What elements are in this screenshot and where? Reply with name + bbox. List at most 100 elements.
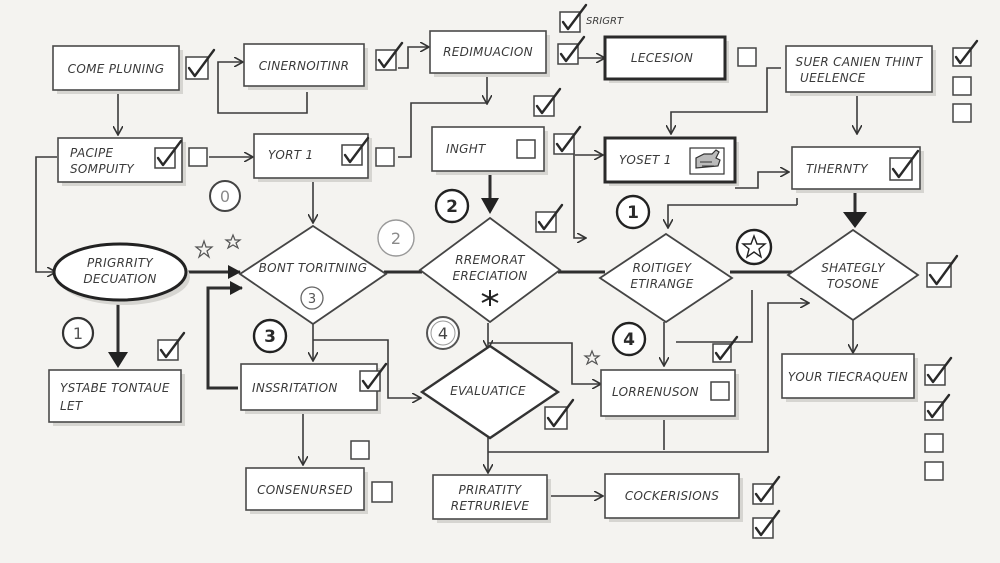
checkbox-checked-icon[interactable]	[924, 356, 953, 386]
prigrrity-line1: PRIGRRITY	[87, 256, 154, 270]
priratity-line2: RETRURIEVE	[451, 499, 530, 513]
rremorat-line1: RREMORAT	[455, 253, 526, 267]
rremorat-line2: ERECIATION	[452, 269, 527, 283]
checkbox-empty-icon[interactable]	[710, 381, 730, 401]
checkbox-checked-icon[interactable]	[533, 87, 562, 117]
checkbox-checked-icon[interactable]	[185, 48, 216, 80]
bont-label: BONT TORITNING	[259, 261, 368, 275]
checkbox-checked-icon[interactable]	[359, 362, 388, 392]
evaluatice-label: EVALUATICE	[450, 384, 526, 398]
checkbox-empty-icon[interactable]	[924, 433, 944, 453]
checkbox-checked-icon[interactable]	[544, 398, 575, 430]
thernty-label: TIHERNTY	[806, 162, 869, 176]
checkbox-empty-icon[interactable]	[737, 47, 757, 67]
marker-2: 2	[434, 188, 470, 224]
suer-line1: SUER CANIEN THINT	[796, 55, 924, 69]
your-tiecraquen-label: YOUR TIECRAQUEN	[788, 370, 908, 384]
cinernoitinr-label: CINERNOITINR	[259, 59, 350, 73]
checkbox-checked-icon[interactable]	[553, 125, 582, 155]
checkbox-checked-icon[interactable]	[375, 41, 404, 71]
checkbox-empty-icon[interactable]	[371, 481, 393, 503]
node-your-tiecraquen: YOUR TIECRAQUEN	[781, 353, 918, 402]
checkbox-empty-icon[interactable]	[350, 440, 370, 460]
checkbox-checked-icon[interactable]	[752, 509, 781, 539]
node-prigrrity: PRIGRRITY DECUATION	[52, 242, 190, 305]
connectors	[35, 47, 867, 496]
yoset-label: YOSET 1	[619, 153, 672, 167]
svg-text:1: 1	[627, 203, 639, 223]
checkbox-empty-icon[interactable]	[375, 147, 395, 167]
lecesion-label: LECESION	[631, 51, 693, 65]
shategly-line1: SHATEGLY	[821, 261, 886, 275]
pacipe-line1: PACIPE	[70, 146, 114, 160]
hand-icon	[689, 147, 725, 175]
svg-text:3: 3	[264, 327, 276, 347]
node-bont-toritning: BONT TORITNING	[238, 224, 388, 326]
checkbox-checked-icon[interactable]	[712, 335, 739, 363]
checkbox-empty-icon[interactable]	[188, 147, 208, 167]
checkbox-checked-icon[interactable]	[341, 136, 370, 166]
marker-3: 3	[252, 318, 288, 354]
svg-text:2: 2	[446, 197, 458, 217]
redimuacion-label: REDIMUACION	[443, 45, 533, 59]
node-yoset: YOSET 1	[603, 136, 739, 186]
node-consenursed: CONSENURSED	[245, 467, 368, 514]
checkbox-empty-icon[interactable]	[516, 139, 536, 159]
node-lecesion: LECESION	[603, 35, 729, 83]
marker-0: 0	[209, 180, 241, 212]
roitigey-line2: ETIRANGE	[630, 277, 693, 291]
svg-text:2: 2	[391, 229, 401, 248]
ystabe-line1: YSTABE TONTAUE	[60, 381, 170, 395]
checkbox-checked-icon[interactable]	[557, 35, 586, 65]
checkbox-checked-icon[interactable]	[889, 149, 920, 181]
node-suer-canien: SUER CANIEN THINT UEELENCE	[785, 45, 936, 96]
checkbox-checked-icon[interactable]	[535, 203, 564, 233]
svg-text:3: 3	[308, 292, 316, 307]
consenursed-label: CONSENURSED	[257, 483, 353, 497]
marker-2-light: 2	[377, 219, 415, 257]
checkbox-checked-icon[interactable]	[752, 475, 781, 505]
svg-text:0: 0	[220, 187, 230, 206]
node-ystabe: YSTABE TONTAUE LET	[48, 369, 185, 426]
checkbox-empty-icon[interactable]	[952, 76, 972, 96]
marker-4-light: 4	[426, 316, 460, 350]
lorrenuson-label: LORRENUSON	[612, 385, 699, 399]
star-circle-icon	[735, 228, 773, 266]
node-roitigey: ROITIGEY ETIRANGE	[598, 232, 734, 324]
node-cockerisions: COCKERISIONS	[604, 473, 743, 522]
checkbox-checked-icon[interactable]	[154, 139, 183, 169]
node-come-pluning: COME PLUNING	[52, 45, 183, 94]
yort-label: YORT 1	[268, 148, 313, 162]
shategly-line2: TOSONE	[827, 277, 879, 291]
svg-text:1: 1	[73, 324, 83, 343]
roitigey-line1: ROITIGEY	[633, 261, 693, 275]
checkbox-checked-icon[interactable]	[952, 39, 979, 67]
checkbox-checked-icon[interactable]	[157, 331, 186, 361]
node-evaluatice: EVALUATICE	[419, 344, 561, 440]
checkbox-empty-icon[interactable]	[952, 103, 972, 123]
node-rremorat: RREMORAT ERECIATION	[418, 216, 562, 324]
svg-text:4: 4	[623, 330, 635, 350]
cockerisions-label: COCKERISIONS	[625, 489, 719, 503]
srigrt-label: SRIGRT	[586, 16, 624, 27]
priratity-line1: PRIRATITY	[458, 483, 522, 497]
ystabe-line2: LET	[60, 399, 84, 413]
checkbox-group	[154, 3, 979, 539]
checkbox-checked-icon[interactable]	[926, 254, 959, 288]
node-priratity: PRIRATITY RETRURIEVE	[432, 474, 551, 523]
checkbox-checked-icon[interactable]	[559, 3, 588, 33]
marker-4: 4	[611, 321, 647, 357]
checkbox-checked-icon[interactable]	[924, 393, 951, 421]
come-pluning-label: COME PLUNING	[68, 62, 165, 76]
inssritation-label: INSSRITATION	[252, 381, 338, 395]
marker-1-top: 1	[615, 194, 651, 230]
suer-line2: UEELENCE	[800, 71, 866, 85]
node-redimuacion: REDIMUACION	[429, 30, 550, 77]
svg-text:4: 4	[438, 324, 448, 343]
marker-3-small: 3	[300, 286, 324, 310]
checkbox-empty-icon[interactable]	[924, 461, 944, 481]
marker-1-left: 1	[61, 316, 95, 350]
prigrrity-line2: DECUATION	[83, 272, 156, 286]
